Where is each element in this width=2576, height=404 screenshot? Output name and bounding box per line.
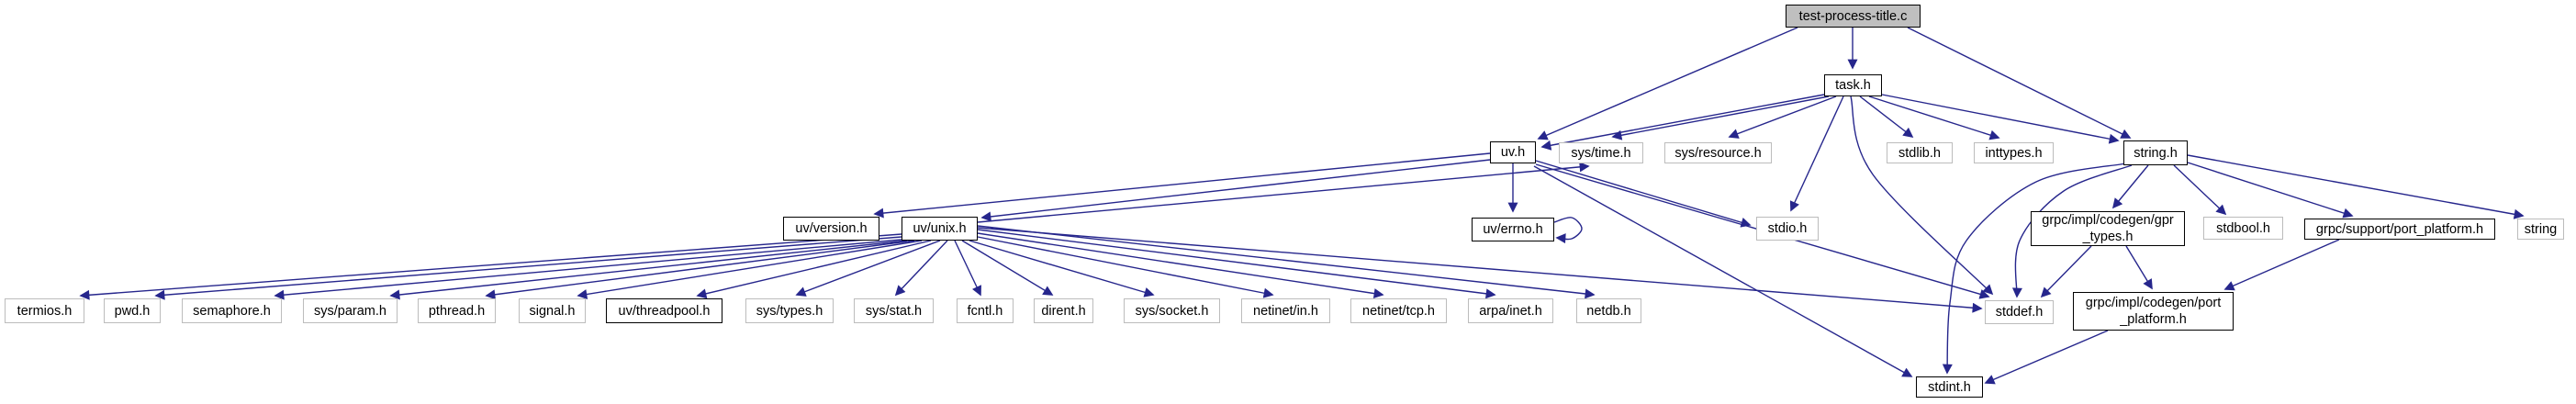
node-uv-threadpool-h[interactable]: uv/threadpool.h (606, 298, 722, 323)
edge-task-h-to-sys-time-h (1611, 95, 1830, 140)
edge-gpr-types-h-to-stddef-h (2040, 245, 2092, 298)
node-stdlib-h: stdlib.h (1887, 142, 1953, 163)
edge-uv-unix-h-to-sys-socket-h (969, 240, 1155, 297)
edge-uv-unix-h-to-pwd-h (154, 236, 902, 300)
edge-test-process-title-c-to-uv-h (1537, 27, 1798, 140)
edge-uv-unix-h-to-uv-threadpool-h (696, 240, 932, 299)
node-sys-types-h: sys/types.h (745, 298, 834, 323)
edge-string-h-to-gpr-types-h (2111, 164, 2149, 209)
node-stdio-h: stdio.h (1756, 217, 1819, 241)
node-uv-h[interactable]: uv.h (1490, 141, 1536, 163)
node-stddef-h: stddef.h (1985, 300, 2054, 324)
edge-uv-unix-h-to-netinet-tcp-h (977, 232, 1384, 299)
node-arpa-inet-h: arpa/inet.h (1468, 298, 1553, 323)
edge-uv-unix-h-to-sys-stat-h (894, 240, 948, 297)
edge-task-h-to-sys-resource-h (1728, 95, 1837, 139)
edge-uv-unix-h-to-arpa-inet-h (977, 229, 1496, 299)
node-signal-h: signal.h (519, 298, 586, 323)
edge-task-h-to-string-h (1881, 94, 2120, 144)
edge-uv-unix-h-to-fcntl-h (954, 240, 981, 297)
node-uv-errno-h[interactable]: uv/errno.h (1472, 218, 1554, 241)
edge-string-h-to-support-port-platform-h (2187, 162, 2354, 219)
node-netinet-in-h: netinet/in.h (1241, 298, 1330, 323)
edge-test-process-title-c-to-string-h (1907, 27, 2132, 139)
edge-uv-unix-h-to-semaphore-h (274, 239, 902, 300)
node-dirent-h: dirent.h (1034, 298, 1093, 323)
edge-impl-port-platform-h-to-stdint-h (1984, 330, 2109, 385)
edge-task-h-to-inttypes-h (1868, 95, 2000, 140)
edge-uv-unix-h-to-sys-param-h (389, 240, 908, 300)
node-sys-socket-h: sys/socket.h (1124, 298, 1220, 323)
node-sys-param-h: sys/param.h (303, 298, 398, 323)
node-stdint-h[interactable]: stdint.h (1916, 376, 1983, 398)
node-impl-port-platform-h[interactable]: grpc/impl/codegen/port _platform.h (2073, 292, 2234, 331)
node-uv-unix-h[interactable]: uv/unix.h (902, 217, 978, 241)
node-string: string (2517, 219, 2564, 240)
edge-string-h-to-stdbool-h (2173, 164, 2227, 216)
edge-task-h-to-stdio-h (1789, 95, 1844, 212)
edge-task-h-to-stddef-h (1850, 95, 1994, 296)
edge-uv-unix-h-to-signal-h (577, 240, 923, 299)
edge-gpr-types-h-to-impl-port-platform-h (2125, 245, 2153, 290)
node-sys-time-h: sys/time.h (1559, 142, 1643, 163)
edge-uv-unix-h-to-termios-h (79, 233, 902, 300)
edge-string-h-to-stdint-h (1942, 163, 2127, 375)
node-semaphore-h: semaphore.h (182, 298, 282, 323)
node-sys-stat-h: sys/stat.h (854, 298, 934, 323)
node-termios-h: termios.h (5, 298, 84, 323)
edge-uv-unix-h-to-netdb-h (977, 225, 1596, 299)
edge-uv-errno-h-to-uv-errno-h (1553, 217, 1583, 244)
edge-uv-h-to-stdio-h (1535, 160, 1752, 228)
edge-uv-unix-h-to-sys-time-h (977, 162, 1590, 223)
edge-uv-unix-h-to-netinet-in-h (977, 236, 1274, 298)
node-netdb-h: netdb.h (1576, 298, 1641, 323)
edge-uv-h-to-uv-unix-h (980, 159, 1491, 222)
edge-uv-unix-h-to-stddef-h (977, 227, 1983, 313)
edge-uv-h-to-stdint-h (1533, 165, 1913, 377)
edge-uv-unix-h-to-dirent-h (961, 240, 1054, 296)
edge-string-h-to-string (2187, 154, 2525, 219)
node-pwd-h: pwd.h (104, 298, 161, 323)
node-uv-version-h[interactable]: uv/version.h (783, 217, 879, 241)
node-test-process-title-c[interactable]: test-process-title.c (1786, 5, 1921, 28)
node-support-port-platform-h[interactable]: grpc/support/port_platform.h (2304, 219, 2495, 240)
edge-uv-unix-h-to-sys-types-h (795, 240, 941, 297)
node-sys-resource-h: sys/resource.h (1664, 142, 1772, 163)
edge-uv-unix-h-to-pthread-h (485, 240, 915, 300)
edge-support-port-platform-h-to-impl-port-platform-h (2223, 239, 2340, 291)
node-netinet-tcp-h: netinet/tcp.h (1350, 298, 1447, 323)
node-task-h[interactable]: task.h (1824, 74, 1882, 96)
edge-uv-h-to-uv-version-h (873, 152, 1491, 219)
edge-string-h-to-stddef-h (2011, 164, 2133, 298)
node-string-h[interactable]: string.h (2123, 140, 2188, 165)
node-gpr-types-h[interactable]: grpc/impl/codegen/gpr _types.h (2031, 211, 2185, 246)
edge-task-h-to-uv-h (1540, 94, 1825, 151)
node-inttypes-h: inttypes.h (1974, 142, 2054, 163)
node-pthread-h: pthread.h (418, 298, 496, 323)
node-stdbool-h: stdbool.h (2203, 217, 2283, 240)
node-fcntl-h: fcntl.h (957, 298, 1014, 323)
edge-task-h-to-stdlib-h (1859, 95, 1914, 139)
